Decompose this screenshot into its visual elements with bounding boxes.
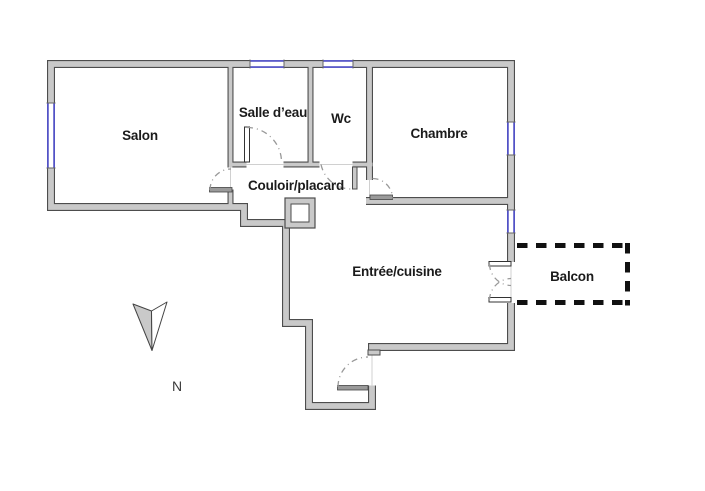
door-balcony-french: [488, 261, 512, 303]
window-top-1: [249, 59, 285, 69]
placard-inner: [290, 203, 310, 223]
thresholds: [230, 164, 512, 386]
room-label-chambre: Chambre: [410, 126, 468, 141]
opening-window-left: [46, 102, 57, 169]
room-label-wc: Wc: [331, 111, 352, 126]
window-cuisine-right: [506, 209, 516, 234]
room-label-entree-cuisine: Entrée/cuisine: [352, 264, 442, 279]
opening-window-top-2: [322, 59, 354, 70]
room-label-couloir-placard: Couloir/placard: [248, 178, 344, 193]
door-chambre: [369, 177, 394, 200]
doors: [209, 126, 512, 391]
window-chambre-right: [506, 121, 516, 156]
window-top-2: [322, 59, 354, 69]
balcony-outline: [517, 243, 630, 306]
placard-closet: [284, 197, 316, 229]
north-label: N: [172, 378, 182, 394]
door-salledeau: [244, 126, 283, 163]
window-salon-left: [46, 102, 56, 169]
room-label-salon: Salon: [122, 128, 158, 143]
north-arrow: [132, 301, 168, 351]
opening-window-right-1: [505, 121, 517, 156]
windows: [46, 59, 516, 234]
opening-window-right-2: [505, 209, 517, 234]
door-salon: [209, 168, 233, 193]
door-entrance: [337, 356, 369, 391]
north-arrow-right-half: [151, 301, 168, 351]
north-arrow-left-half: [132, 303, 153, 351]
room-label-balcon: Balcon: [550, 269, 594, 284]
opening-window-top-1: [249, 59, 285, 70]
entrance-door-jamb: [367, 349, 381, 356]
room-label-salle-deau: Salle d’eau: [239, 105, 307, 120]
door-wc: [320, 164, 358, 190]
